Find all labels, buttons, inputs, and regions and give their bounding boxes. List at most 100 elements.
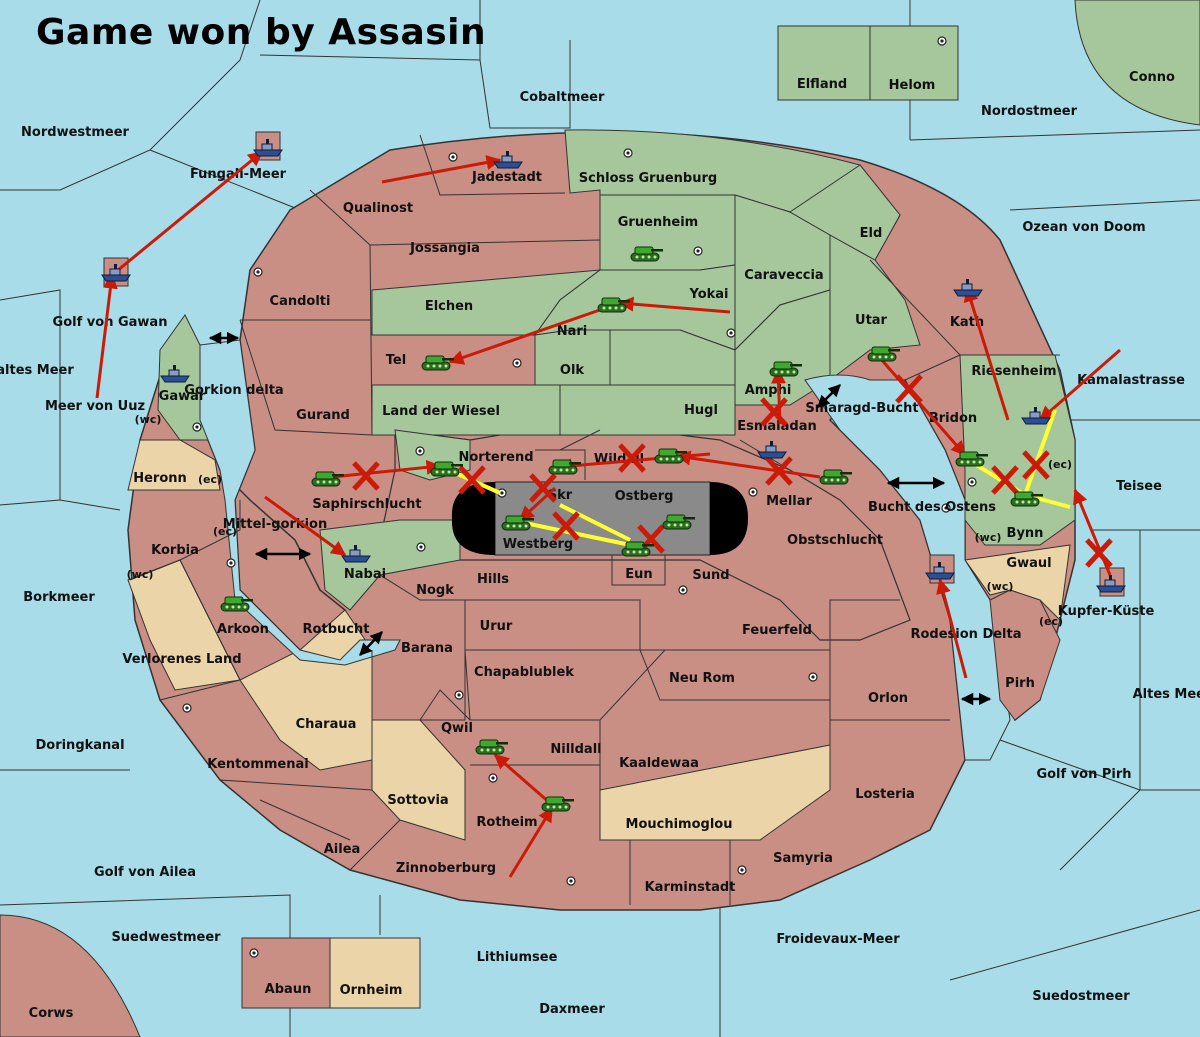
label-altes-meer: Altes Meer — [1133, 687, 1200, 702]
label-borkmeer: Borkmeer — [23, 590, 95, 605]
tag-bynn-wc: (wc) — [975, 531, 1002, 544]
region-borders — [129, 134, 1060, 905]
label-helom: Helom — [889, 78, 936, 93]
label-kupfer-kuste: Kupfer-Küste — [1058, 604, 1155, 619]
label-nari: Nari — [557, 324, 588, 339]
label-tel: Tel — [386, 353, 406, 368]
label-amphi: Amphi — [745, 383, 792, 398]
label-fungali-meer: Fungali-Meer — [190, 167, 287, 182]
label-bridon: Bridon — [929, 411, 977, 426]
label-ornheim: Ornheim — [340, 983, 403, 998]
region-riesenheim-bynn[interactable] — [959, 354, 1076, 546]
label-golf-von-ailea: Golf von Ailea — [94, 865, 196, 880]
label-kamalastrasse: Kamalastrasse — [1077, 373, 1185, 388]
label-suedostmeer: Suedostmeer — [1032, 989, 1130, 1004]
label-kaltes-meer: Kaltes Meer — [0, 363, 74, 378]
region-abaun[interactable] — [241, 937, 331, 1009]
label-feuerfeld: Feuerfeld — [742, 623, 812, 638]
label-nilldall: Nilldall — [550, 742, 601, 757]
label-doringkanal: Doringkanal — [35, 738, 124, 753]
label-orlon: Orlon — [868, 691, 908, 706]
label-abaun: Abaun — [265, 982, 312, 997]
label-gwaul: Gwaul — [1006, 556, 1051, 571]
tag-gwaul-ec: (ec) — [1039, 615, 1063, 628]
label-karminstadt: Karminstadt — [645, 880, 736, 895]
label-bucht-des-ostens: Bucht des Ostens — [868, 500, 996, 515]
label-rotheim: Rotheim — [476, 815, 537, 830]
label-yokai: Yokai — [688, 287, 728, 302]
label-westberg: Westberg — [503, 537, 573, 552]
tag-gawar-wc: (wc) — [135, 413, 162, 426]
label-caraveccia: Caraveccia — [744, 268, 823, 283]
label-bynn: Bynn — [1007, 526, 1044, 541]
region-nabai[interactable] — [319, 519, 461, 611]
fortress-east-cap — [710, 482, 748, 555]
label-samyria: Samyria — [773, 851, 833, 866]
label-teisee: Teisee — [1116, 479, 1162, 494]
tag-heronn-ec: (ec) — [198, 473, 222, 486]
label-hills: Hills — [477, 572, 509, 587]
label-korbia: Korbia — [151, 543, 199, 558]
label-verlorenes-land: Verlorenes Land — [122, 652, 241, 667]
region-ornheim[interactable] — [329, 937, 421, 1009]
region-pirh[interactable] — [989, 589, 1061, 721]
label-candolti: Candolti — [270, 294, 331, 309]
label-golf-von-pirh: Golf von Pirh — [1036, 767, 1131, 782]
region-gruenheim[interactable] — [599, 194, 736, 271]
label-qualinost: Qualinost — [343, 201, 413, 216]
label-kentommenai: Kentommenai — [207, 757, 308, 772]
label-schloss-gruenburg: Schloss Gruenburg — [579, 171, 717, 186]
label-eld: Eld — [860, 226, 883, 241]
label-conno: Conno — [1129, 70, 1175, 85]
label-norterend: Norterend — [458, 450, 533, 465]
tag-bynn-ec: (ec) — [1048, 458, 1072, 471]
label-rodesion-delta: Rodesion Delta — [910, 627, 1021, 642]
label-elfland: Elfland — [797, 77, 847, 92]
region-eld[interactable] — [789, 164, 901, 261]
label-charaua: Charaua — [296, 717, 357, 732]
label-gawar: Gawar — [159, 389, 206, 404]
label-mellar: Mellar — [766, 494, 812, 509]
label-utar: Utar — [855, 313, 888, 328]
game-title: Game won by Assasin — [36, 12, 487, 53]
label-elchen: Elchen — [425, 299, 473, 314]
label-jadestadt: Jadestadt — [471, 170, 542, 185]
label-meer-von-uuz: Meer von Uuz — [45, 399, 145, 414]
label-nordostmeer: Nordostmeer — [981, 104, 1078, 119]
label-sottovia: Sottovia — [387, 793, 448, 808]
label-ozean-von-doom: Ozean von Doom — [1022, 220, 1145, 235]
region-elfland[interactable] — [777, 25, 871, 101]
label-kaaldewaa: Kaaldewaa — [619, 756, 699, 771]
label-corws: Corws — [29, 1006, 74, 1021]
label-froidevaux-meer: Froidevaux-Meer — [776, 932, 900, 947]
label-mouchimoglou: Mouchimoglou — [626, 817, 733, 832]
fortress-west-cap — [451, 482, 495, 555]
label-heronn: Heronn — [133, 471, 187, 486]
label-nordwestmeer: Nordwestmeer — [21, 125, 129, 140]
tag-gwaul-wc: (wc) — [987, 580, 1014, 593]
label-land-der-wiesel: Land der Wiesel — [382, 404, 500, 419]
label-riesenheim: Riesenheim — [971, 364, 1056, 379]
label-esmaladan: Esmaladan — [737, 419, 817, 434]
region-hugl[interactable] — [559, 384, 736, 436]
label-nogk: Nogk — [416, 583, 454, 598]
label-olk: Olk — [560, 363, 585, 378]
label-ailea: Ailea — [324, 842, 361, 857]
label-cobaltmeer: Cobaltmeer — [520, 90, 605, 105]
label-sund: Sund — [692, 568, 729, 583]
label-qwil: Qwil — [441, 721, 473, 736]
label-pirh: Pirh — [1005, 676, 1035, 691]
label-zinnoberburg: Zinnoberburg — [396, 861, 496, 876]
label-arkoon: Arkoon — [217, 622, 269, 637]
region-conno[interactable] — [1074, 0, 1200, 126]
label-gorkion-delta: Gorkion delta — [184, 383, 283, 398]
region-corws[interactable] — [0, 914, 141, 1037]
region-heronn[interactable] — [127, 439, 221, 491]
tag-korbia-wc: (wc) — [127, 568, 154, 581]
label-urur: Urur — [480, 619, 513, 634]
label-rotbucht: Rotbucht — [303, 622, 370, 637]
label-eun: Eun — [625, 567, 652, 582]
